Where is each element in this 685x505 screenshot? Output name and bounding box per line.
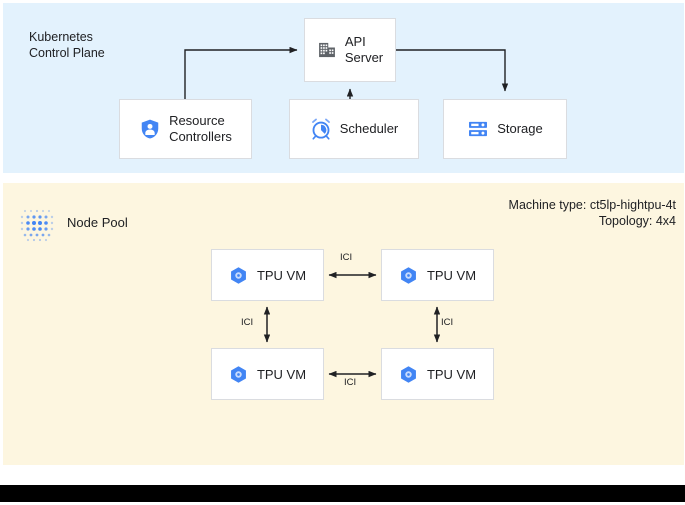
tpu-hexagon-icon	[400, 266, 416, 284]
bottom-bar	[0, 485, 685, 502]
alarm-clock-icon	[311, 118, 330, 140]
node-tpu-vm-0-label: TPU VM	[256, 267, 307, 283]
node-pool-panel: Node Pool Machine type: ct5lp-hightpu-4t…	[3, 183, 684, 465]
building-icon	[318, 42, 335, 58]
node-storage[interactable]: Storage	[443, 99, 567, 159]
node-resource-controllers-label: Resource Controllers	[169, 113, 232, 144]
shield-person-icon	[141, 119, 159, 139]
node-tpu-vm-3-label: TPU VM	[426, 366, 477, 382]
node-scheduler-label: Scheduler	[339, 121, 399, 136]
topology-text: Topology: 4x4	[598, 214, 676, 228]
node-tpu-vm-2-label: TPU VM	[256, 366, 307, 382]
node-resource-controllers[interactable]: Resource Controllers	[119, 99, 252, 159]
ici-label-left: ICI	[241, 317, 254, 328]
ici-label-bottom: ICI	[344, 377, 357, 388]
node-tpu-vm-3[interactable]: TPU VM	[381, 348, 494, 400]
node-tpu-vm-0[interactable]: TPU VM	[211, 249, 324, 301]
machine-type-text: Machine type: ct5lp-hightpu-4t	[508, 198, 676, 212]
node-pool-title: Node Pool	[67, 215, 128, 230]
tpu-hexagon-icon	[230, 266, 246, 284]
tpu-hexagon-icon	[230, 365, 246, 383]
control-plane-panel: Kubernetes Control Plane	[3, 3, 684, 173]
ici-label-top: ICI	[340, 252, 353, 263]
node-pool-metadata: Machine type: ct5lp-hightpu-4t Topology:…	[509, 197, 676, 229]
node-api-server[interactable]: API Server	[304, 18, 396, 82]
ici-label-right: ICI	[441, 317, 454, 328]
control-plane-title: Kubernetes Control Plane	[29, 30, 105, 60]
server-rack-icon	[469, 121, 488, 137]
node-tpu-vm-1[interactable]: TPU VM	[381, 249, 494, 301]
node-storage-label: Storage	[497, 121, 543, 136]
tpu-hexagon-icon	[400, 365, 416, 383]
node-scheduler[interactable]: Scheduler	[289, 99, 419, 159]
dot-grid-icon	[20, 209, 54, 242]
node-tpu-vm-1-label: TPU VM	[426, 267, 477, 283]
node-api-server-label: API Server	[344, 34, 384, 65]
node-tpu-vm-2[interactable]: TPU VM	[211, 348, 324, 400]
